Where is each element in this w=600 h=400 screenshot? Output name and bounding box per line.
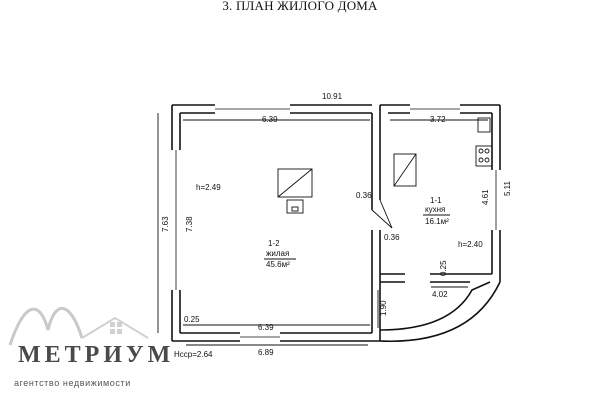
page-title: 3. ПЛАН ЖИЛОГО ДОМА (222, 0, 378, 13)
dim-kitchen-right: 4.61 (481, 189, 490, 205)
living-room-area: 45.6м² (266, 260, 290, 269)
logo-tagline: агентство недвижимости (14, 378, 131, 388)
living-room-id: 1-2 (268, 239, 280, 248)
kitchen-room-area: 16.1м² (425, 217, 449, 226)
dimension-lines (157, 113, 488, 346)
dim-overall-top: 10.91 (322, 92, 343, 101)
dim-partition-lower: 0.36 (384, 233, 400, 242)
logo-roof-icon (8, 307, 149, 346)
dim-outer-left: 7.63 (161, 216, 170, 232)
living-room-name: жилая (266, 249, 289, 258)
stove-icon (475, 117, 493, 167)
dim-porch-height: 1.90 (379, 300, 388, 316)
dim-kitchen-top: 3.72 (430, 115, 446, 124)
dim-corner: 0.25 (184, 315, 200, 324)
dim-porch-step: 0.25 (439, 260, 448, 276)
kitchen-room-id: 1-1 (430, 196, 442, 205)
logo-name: МЕТРИУМ (18, 342, 175, 368)
window-icon (170, 103, 502, 343)
kitchen-room-name: кухня (425, 205, 445, 214)
footnote: Нсср=2.64 (174, 350, 213, 359)
dim-living-top: 6.39 (262, 115, 278, 124)
living-height: h=2.49 (196, 183, 221, 192)
chimney-icon (393, 153, 417, 187)
chimney-icon (277, 168, 313, 214)
dim-porch-width: 4.02 (432, 290, 448, 299)
kitchen-height: h=2.40 (458, 240, 483, 249)
dim-outer-bottom: 6.89 (258, 348, 274, 357)
dim-inner-left: 7.38 (185, 216, 194, 232)
dim-outer-right: 5.11 (503, 180, 512, 196)
dim-partition-upper: 0.36 (356, 191, 372, 200)
outer-walls (171, 104, 501, 343)
dim-living-bottom: 6.39 (258, 323, 274, 332)
